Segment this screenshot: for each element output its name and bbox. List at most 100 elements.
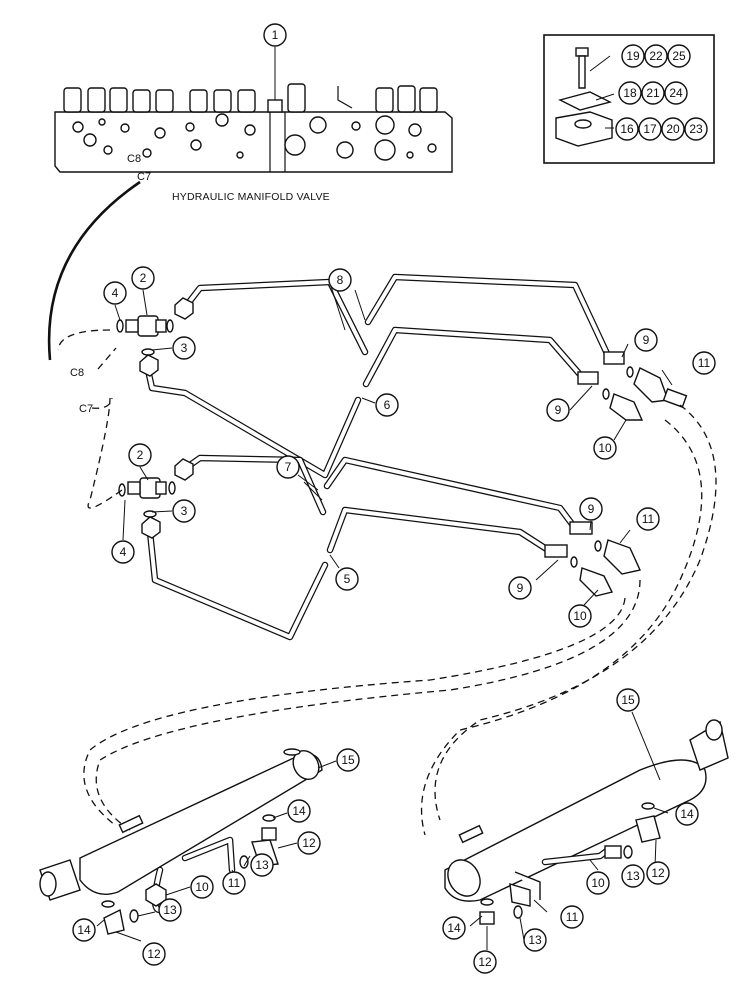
callout-15-left: 15: [336, 748, 360, 772]
inset-callout-21-label: 21: [646, 86, 660, 100]
callout-14-left-a: 14: [287, 799, 311, 823]
callout-9-c: 9: [579, 497, 603, 521]
c8-hose-stub: [97, 347, 117, 370]
inset-callout-18: 18: [618, 81, 642, 105]
callout-12-right-a-label: 12: [651, 866, 665, 880]
inset-callouts: 19 22 25 18 21 24 16 17 20 23: [615, 44, 708, 141]
inset-callout-16: 16: [615, 117, 639, 141]
callout-2-lower-label: 2: [137, 448, 144, 462]
callout-4-lower: 4: [111, 540, 135, 564]
callout-13-left-a: 13: [250, 853, 274, 877]
callout-5-label: 5: [344, 572, 351, 586]
callout-11-c: 11: [222, 871, 246, 895]
callout-13-left-a-label: 13: [255, 858, 269, 872]
callout-11-b: 11: [636, 507, 660, 531]
inset-callout-25-label: 25: [672, 49, 686, 63]
callout-14-right-a: 14: [675, 802, 699, 826]
inset-callout-22: 22: [644, 44, 668, 68]
callout-12-right-b: 12: [473, 950, 497, 974]
callout-5: 5: [335, 567, 359, 591]
callout-2-lower: 2: [128, 443, 152, 467]
inset-callout-24-label: 24: [669, 86, 683, 100]
callout-10-c-label: 10: [195, 880, 209, 894]
callout-8-label: 8: [337, 273, 344, 287]
inset-callout-24: 24: [664, 81, 688, 105]
callout-11-b-label: 11: [642, 512, 655, 526]
port-label-c7-left: C7: [79, 403, 93, 415]
callout-6-label: 6: [384, 398, 391, 412]
inset-callout-17-label: 17: [643, 122, 657, 136]
callout-10-a: 10: [593, 436, 617, 460]
callout-10-b-label: 10: [573, 609, 587, 623]
callout-1-label: 1: [272, 28, 279, 42]
callout-4-lower-label: 4: [120, 545, 127, 559]
inset-callout-23: 23: [684, 117, 708, 141]
inset-callout-21: 21: [641, 81, 665, 105]
callout-10-d: 10: [586, 871, 610, 895]
port-label-c8-left: C8: [70, 367, 84, 379]
inset-callout-17: 17: [638, 117, 662, 141]
callout-9-a-label: 9: [643, 333, 650, 347]
lower-pipe-assembly: [118, 454, 641, 641]
port-label-c8-top: C8: [127, 153, 141, 165]
inset-callout-20: 20: [661, 117, 685, 141]
callout-3-lower-label: 3: [181, 504, 188, 518]
callout-3-upper: 3: [172, 336, 196, 360]
hydraulic-hoses: [57, 329, 717, 836]
callout-9-d: 9: [508, 576, 532, 600]
manifold-ports: [72, 113, 437, 161]
inset-callout-22-label: 22: [649, 49, 663, 63]
callout-11-c-label: 11: [228, 876, 241, 890]
c7-c8-leader-line: [47, 180, 141, 361]
callout-12-right-a: 12: [646, 861, 670, 885]
callout-2-upper-label: 2: [140, 271, 147, 285]
solenoid-coils: [63, 83, 438, 113]
callout-2-upper: 2: [131, 266, 155, 290]
callout-7-label: 7: [285, 460, 292, 474]
callout-13-right-b-label: 13: [528, 933, 542, 947]
callout-15-left-label: 15: [341, 753, 355, 767]
callout-9-d-label: 9: [517, 581, 524, 595]
callout-9-b: 9: [546, 398, 570, 422]
callout-7: 7: [276, 455, 300, 479]
upper-pipe-assembly: [116, 273, 688, 479]
c7-hose-stub: [91, 397, 113, 409]
callout-11-d: 11: [560, 905, 584, 929]
callout-11-d-label: 11: [566, 910, 579, 924]
left-cylinder: [39, 748, 323, 935]
callout-12-left-a-label: 12: [302, 836, 316, 850]
inset-callout-23-label: 23: [689, 122, 703, 136]
inset-callout-18-label: 18: [623, 86, 637, 100]
callout-12-left-b: 12: [142, 942, 166, 966]
callout-10-b: 10: [568, 604, 592, 628]
inset-callout-19: 19: [621, 44, 645, 68]
manifold-valve: [54, 83, 453, 173]
callout-14-left-b: 14: [72, 918, 96, 942]
callout-4-upper: 4: [103, 281, 127, 305]
callout-14-left-a-label: 14: [292, 804, 306, 818]
callout-1: 1: [263, 23, 287, 47]
callout-13-left-b: 13: [158, 898, 182, 922]
callout-10-a-label: 10: [598, 441, 612, 455]
diagram-title: HYDRAULIC MANIFOLD VALVE: [172, 191, 330, 203]
callout-13-left-b-label: 13: [163, 903, 177, 917]
right-cylinder: [444, 719, 729, 925]
callout-14-right-b-label: 14: [447, 921, 461, 935]
callout-3-upper-label: 3: [181, 341, 188, 355]
callout-10-d-label: 10: [591, 876, 605, 890]
inset-callout-19-label: 19: [626, 49, 640, 63]
inset-callout-20-label: 20: [666, 122, 680, 136]
callout-9-b-label: 9: [555, 403, 562, 417]
callout-13-right-a-label: 13: [626, 869, 640, 883]
callout-3-lower: 3: [172, 499, 196, 523]
callout-14-right-b: 14: [442, 916, 466, 940]
callout-14-right-a-label: 14: [680, 807, 694, 821]
callout-9-a: 9: [634, 328, 658, 352]
callout-13-right-a: 13: [621, 864, 645, 888]
inset-callout-25: 25: [667, 44, 691, 68]
callout-6: 6: [375, 393, 399, 417]
callout-balloons: 1 2 4 3 8 6 9 11 9 10 7 2 3 4 5 9 11 9 1…: [72, 23, 716, 974]
inset-callout-16-label: 16: [620, 122, 634, 136]
callout-11-a-label: 11: [698, 356, 711, 370]
